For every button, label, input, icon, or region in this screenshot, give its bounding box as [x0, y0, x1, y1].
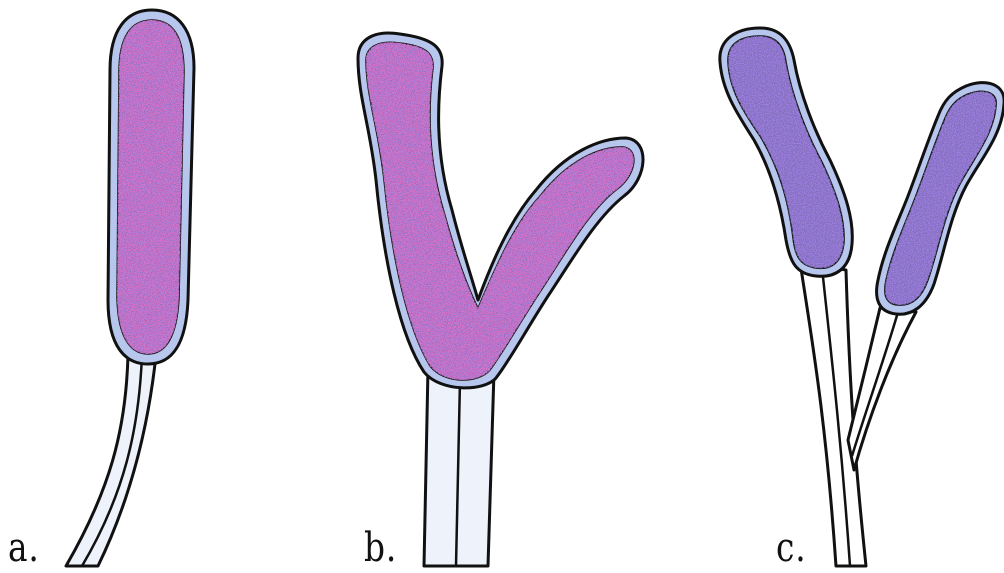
panel-a-granules-magenta	[117, 20, 184, 354]
panel-label-b: b.	[364, 528, 397, 568]
panel-a-single-cell	[66, 10, 194, 566]
panel-c-paired-cells	[720, 28, 1004, 566]
panel-c-stalk-right	[848, 308, 916, 470]
panel-label-a: a.	[8, 528, 40, 568]
panel-label-c: c.	[776, 528, 806, 568]
panel-b-branched-cell	[358, 33, 643, 566]
panel-a-stalk	[66, 355, 156, 566]
